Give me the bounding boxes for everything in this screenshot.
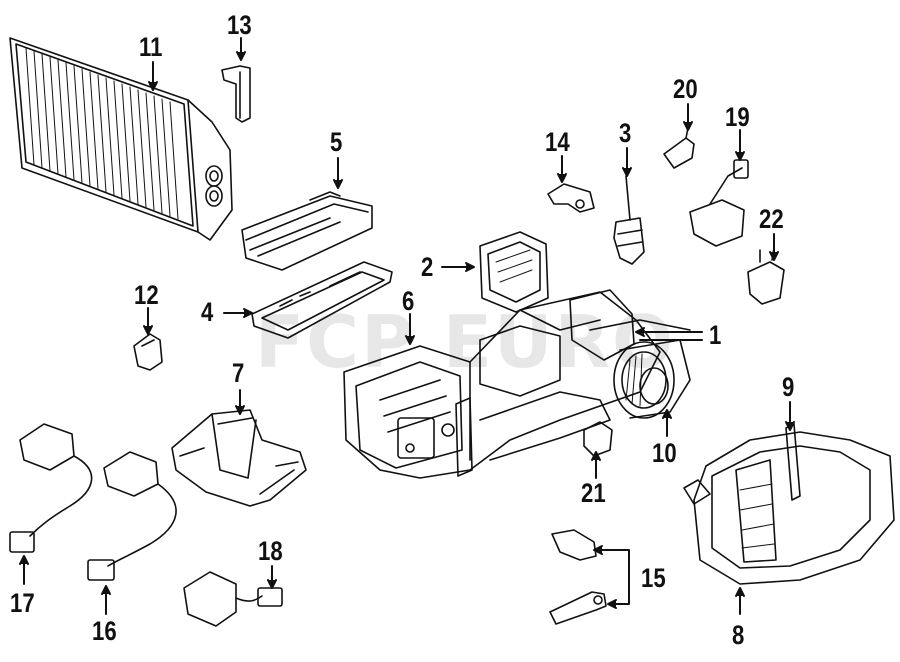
hvac-housing-part-6[interactable]: [343, 289, 691, 479]
actuator-motor-part-19[interactable]: [689, 159, 749, 247]
callout-7: 7: [232, 358, 245, 388]
air-intake-box-part-2[interactable]: [479, 231, 549, 313]
callout-3: 3: [619, 118, 632, 148]
bracket-part-21[interactable]: [583, 421, 613, 457]
callout-21: 21: [581, 478, 606, 508]
callout-10: 10: [652, 438, 677, 468]
leader-lines: [19, 37, 795, 615]
callout-20: 20: [673, 74, 698, 104]
air-duct-part-7[interactable]: [171, 409, 307, 507]
callout-19: 19: [725, 102, 750, 132]
sensor-part-20[interactable]: [663, 127, 695, 169]
cabin-filter-part-4[interactable]: [251, 261, 393, 339]
watermark-logo: FCP EURO: [255, 300, 676, 384]
callout-6: 6: [402, 286, 415, 316]
wiring-harness-part-17[interactable]: [9, 423, 93, 553]
lever-part-15[interactable]: [549, 529, 607, 625]
linkage-part-14[interactable]: [547, 183, 595, 213]
clip-part-12[interactable]: [133, 333, 163, 371]
callout-14: 14: [545, 127, 570, 157]
heater-core-part-11[interactable]: [9, 37, 233, 241]
filter-cover-part-5[interactable]: [241, 191, 373, 271]
callout-15: 15: [641, 563, 666, 593]
callout-4: 4: [201, 297, 214, 327]
callout-2: 2: [421, 252, 434, 282]
blower-motor-part-10[interactable]: [613, 339, 691, 419]
callout-22: 22: [759, 204, 784, 234]
connector-part-22[interactable]: [747, 247, 785, 305]
sensor-assembly-part-18[interactable]: [183, 571, 283, 627]
callout-1: 1: [709, 320, 722, 350]
bracket-part-13[interactable]: [221, 65, 251, 123]
vacuum-actuator-part-3[interactable]: [613, 175, 645, 265]
callout-17: 17: [10, 588, 35, 618]
callout-9: 9: [782, 372, 795, 402]
wiring-harness-part-16[interactable]: [87, 451, 177, 581]
callout-8: 8: [732, 620, 745, 650]
seal-part-9[interactable]: [785, 423, 801, 501]
callout-11: 11: [139, 32, 163, 62]
callout-5: 5: [330, 127, 343, 157]
rear-duct-part-8[interactable]: [683, 431, 895, 585]
callout-18: 18: [258, 536, 283, 566]
callout-13: 13: [227, 10, 252, 40]
callout-16: 16: [92, 616, 117, 646]
callout-12: 12: [134, 280, 159, 310]
